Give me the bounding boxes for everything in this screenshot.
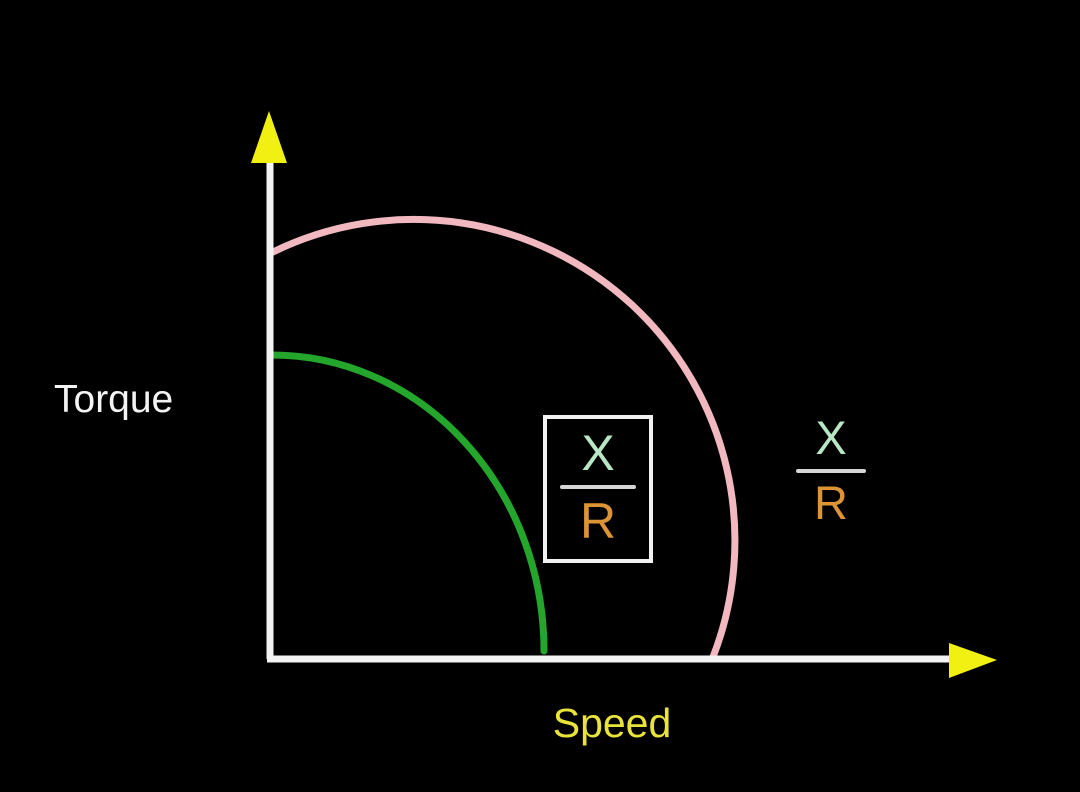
x-axis-arrowhead-icon bbox=[949, 643, 997, 678]
y-axis-label: Torque bbox=[54, 378, 174, 421]
xr-outer-numerator: X bbox=[815, 411, 847, 464]
y-axis-arrowhead-icon bbox=[251, 111, 287, 163]
x-axis-label: Speed bbox=[552, 700, 672, 746]
inner-torque-speed-curve bbox=[268, 351, 548, 655]
xr-ratio-boxed-annotation: X R bbox=[543, 415, 653, 563]
outer-torque-speed-curve bbox=[269, 215, 739, 661]
xr-outer-fraction-bar bbox=[796, 468, 866, 473]
xr-boxed-denominator: R bbox=[579, 493, 617, 549]
xr-ratio-outer-annotation: X R bbox=[788, 411, 874, 529]
xr-boxed-fraction-bar bbox=[560, 485, 636, 489]
xr-outer-denominator: R bbox=[814, 475, 848, 529]
xr-boxed-numerator: X bbox=[581, 425, 615, 481]
